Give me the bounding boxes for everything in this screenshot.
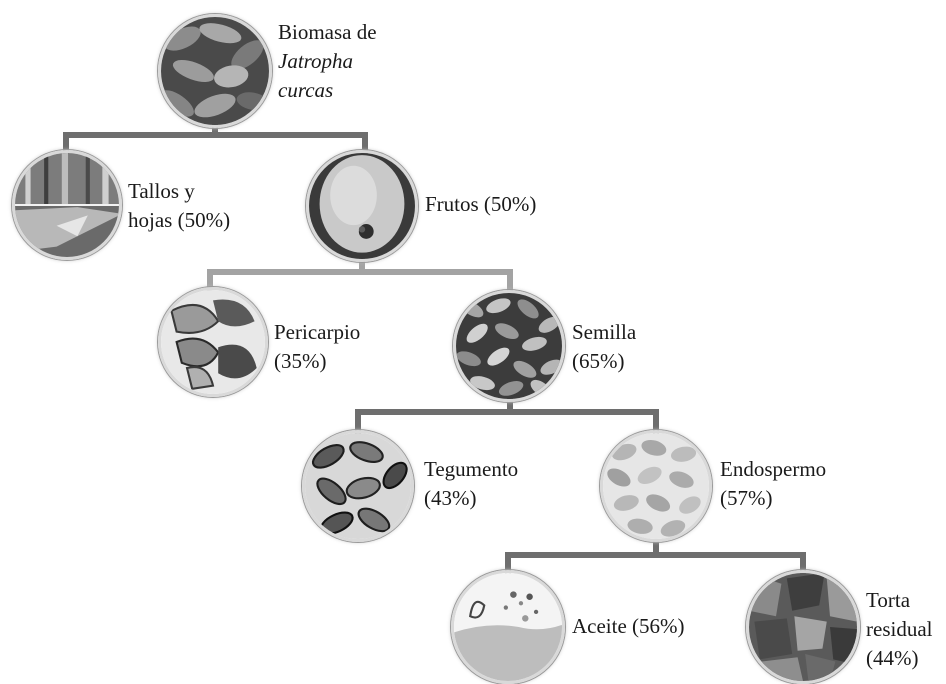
stems-leaves-image — [12, 150, 122, 260]
residual-cake-image — [746, 570, 860, 684]
seed-coat-label-line2: (43%) — [424, 484, 518, 513]
residual-cake-label: Torta residual (44%) — [866, 586, 932, 673]
seed-coat-label: Tegumento (43%) — [424, 455, 518, 513]
seed-coat-image — [302, 430, 414, 542]
endosperm-image — [600, 430, 712, 542]
seed-image — [453, 290, 565, 402]
root-label-line2: Jatropha — [278, 47, 377, 76]
seed-coat-label-line1: Tegumento — [424, 455, 518, 484]
root-label: Biomasa de Jatropha curcas — [278, 18, 377, 105]
stems-leaves-label-line2: hojas (50%) — [128, 206, 230, 235]
pericarp-label-line2: (35%) — [274, 347, 360, 376]
seed-label: Semilla (65%) — [572, 318, 636, 376]
pericarp-label: Pericarpio (35%) — [274, 318, 360, 376]
biomass-image — [158, 14, 272, 128]
root-label-line1: Biomasa de — [278, 18, 377, 47]
residual-cake-label-line1: Torta — [866, 586, 932, 615]
pericarp-label-line1: Pericarpio — [274, 318, 360, 347]
seed-label-line1: Semilla — [572, 318, 636, 347]
endosperm-label-line2: (57%) — [720, 484, 826, 513]
residual-cake-label-line3: (44%) — [866, 644, 932, 673]
endosperm-label-line1: Endospermo — [720, 455, 826, 484]
fruits-image — [306, 150, 418, 262]
residual-cake-label-line2: residual — [866, 615, 932, 644]
seed-label-line2: (65%) — [572, 347, 636, 376]
fruits-label: Frutos (50%) — [425, 190, 536, 219]
stems-leaves-label: Tallos y hojas (50%) — [128, 177, 230, 235]
fruits-label-line1: Frutos (50%) — [425, 190, 536, 219]
root-label-line3: curcas — [278, 76, 377, 105]
stems-leaves-label-line1: Tallos y — [128, 177, 230, 206]
pericarp-image — [158, 287, 268, 397]
endosperm-label: Endospermo (57%) — [720, 455, 826, 513]
oil-label-line1: Aceite (56%) — [572, 612, 685, 641]
oil-label: Aceite (56%) — [572, 612, 685, 641]
oil-image — [451, 570, 565, 684]
